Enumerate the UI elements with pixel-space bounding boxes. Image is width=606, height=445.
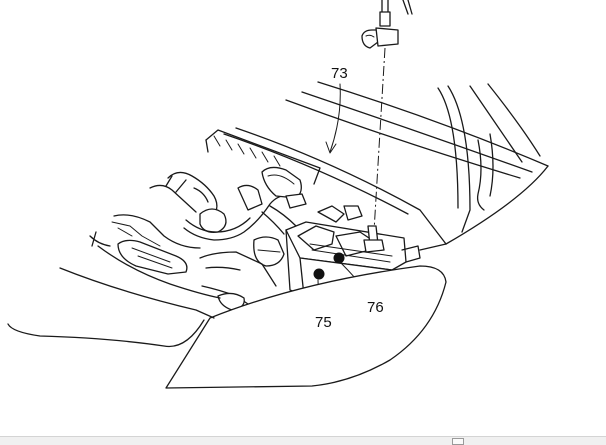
page-icon[interactable] [452,438,464,445]
ref-numeral-76: 76 [367,299,384,316]
fender [7,245,221,348]
marker-dot-75 [313,268,325,280]
marker-dot-76 [333,252,345,264]
leader-73 [325,83,341,154]
patent-drawing: 73 75 76 [7,0,549,389]
ref-numeral-73: 73 [331,65,348,82]
body-panels [223,81,549,251]
assembly-axis [372,47,386,249]
status-bar [0,436,606,445]
ref-numeral-75: 75 [315,314,332,331]
headlamp [165,265,447,389]
engine-components [89,129,363,311]
fastener-part [361,0,413,49]
